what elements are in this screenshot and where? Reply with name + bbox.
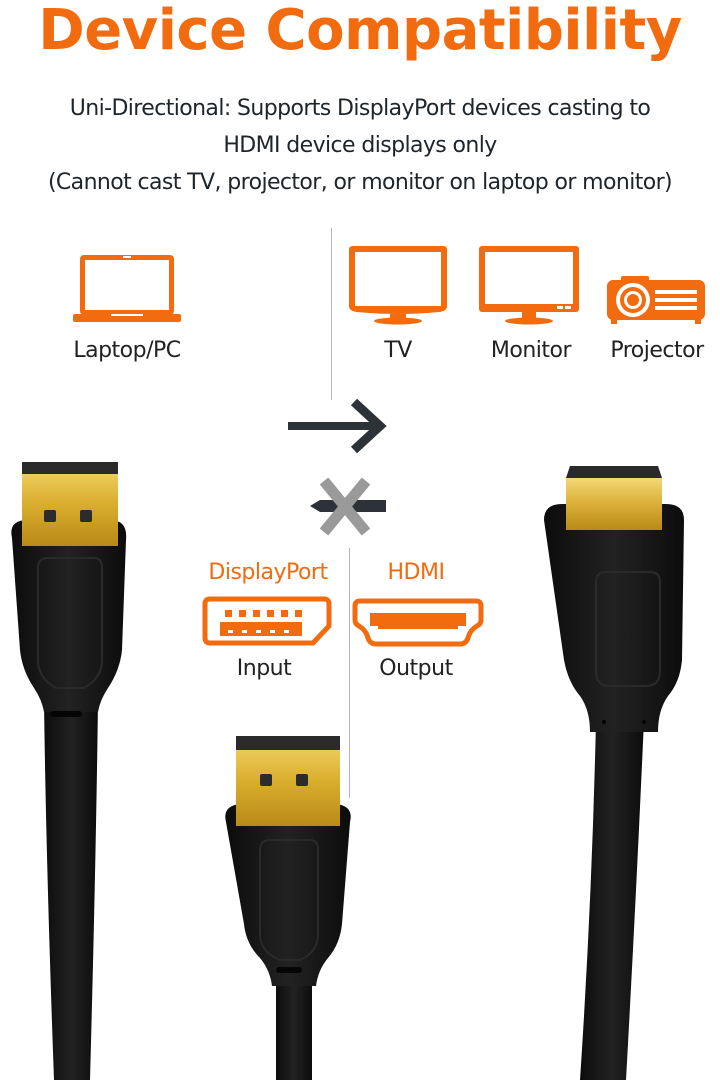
monitor-icon [479,246,579,326]
device-divider [331,228,332,400]
device-label-tv: TV [384,338,412,363]
subtitle-line-3: (Cannot cast TV, projector, or monitor o… [47,170,673,195]
port-role-input: Input [236,656,292,681]
hdmi-cable-right [540,460,720,1080]
laptop-icon [73,252,181,324]
displayport-icon [202,596,332,646]
page-title: Device Compatibility [38,0,682,63]
subtitle-line-1: Uni-Directional: Supports DisplayPort de… [69,96,651,121]
displayport-cable-left [0,460,140,1080]
arrow-left-crossed-icon [306,476,390,536]
device-label-laptop: Laptop/PC [73,338,181,363]
device-label-monitor: Monitor [490,338,572,363]
arrow-right-icon [286,398,390,456]
port-divider [349,548,350,798]
port-name-displayport: DisplayPort [208,560,328,585]
port-role-output: Output [379,656,453,681]
hdmi-icon [352,598,484,648]
device-label-projector: Projector [610,338,704,363]
compatibility-description: Uni-Directional: Supports DisplayPort de… [0,90,720,201]
port-name-hdmi: HDMI [387,560,445,585]
tv-icon [349,246,447,326]
displayport-cable-center [218,734,358,1080]
subtitle-line-2: HDMI device displays only [223,133,497,158]
projector-icon [607,276,707,326]
